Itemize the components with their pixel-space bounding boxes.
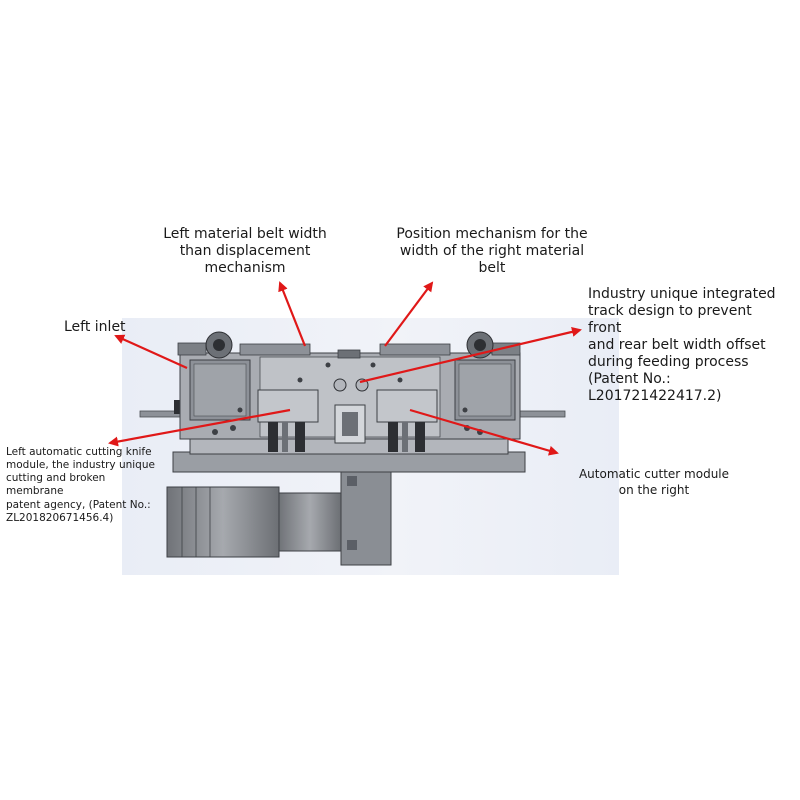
label-right-belt-width: Position mechanism for the width of the … — [396, 226, 588, 276]
label-right-cutter: Automatic cutter module on the right — [578, 467, 730, 497]
left-cutter-module — [257, 389, 319, 452]
label-left-belt-width: Left material belt width than displaceme… — [163, 226, 327, 276]
label-track-design: Industry unique integrated track design … — [588, 286, 776, 405]
arrow-left-belt-width — [278, 281, 307, 347]
arrow-left-cutter — [108, 408, 291, 447]
adjustment-knob-left — [205, 331, 233, 359]
arrow-right-belt-width — [384, 281, 434, 347]
arrow-right-cutter — [409, 408, 559, 456]
label-left-inlet: Left inlet — [64, 319, 126, 335]
label-left-cutter: Left automatic cutting knife module, the… — [6, 446, 155, 524]
arrow-left-inlet — [114, 334, 188, 370]
right-cutter-module — [376, 389, 438, 452]
arrow-track-design — [359, 326, 582, 384]
center-track-block — [333, 378, 369, 444]
stepper-motor — [166, 469, 392, 566]
